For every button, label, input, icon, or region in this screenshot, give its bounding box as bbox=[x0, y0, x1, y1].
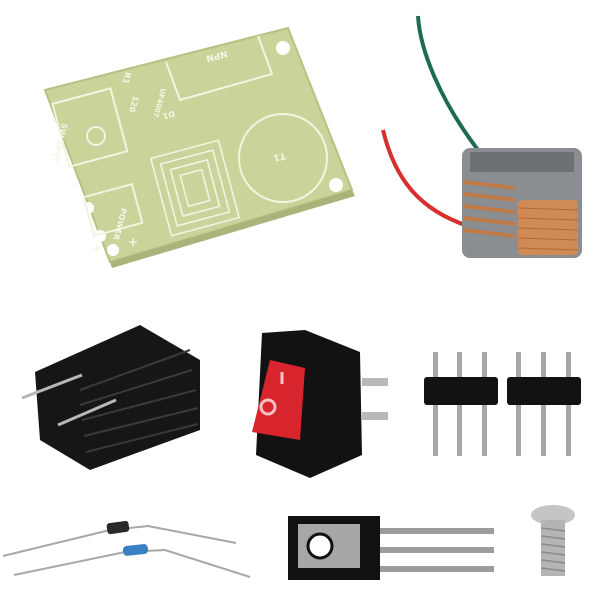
plus-label-2: + bbox=[92, 241, 102, 255]
screw bbox=[531, 505, 575, 576]
npn-transistor bbox=[288, 516, 494, 580]
t1-label: T1 bbox=[272, 150, 287, 163]
r1-label: R1 bbox=[121, 71, 133, 85]
d1-label: D1 bbox=[161, 109, 176, 121]
r1-value: 120 bbox=[127, 95, 140, 114]
diode-and-resistor bbox=[2, 520, 251, 578]
flyback-transformer bbox=[381, 15, 582, 258]
plus-label: + bbox=[128, 235, 138, 249]
pin-headers bbox=[424, 352, 581, 456]
heatsink bbox=[21, 325, 200, 470]
pcb-board: NPN R1 120 UF4007 D1 SW SPST POWER T1 + … bbox=[43, 26, 355, 268]
rocker-switch bbox=[252, 330, 388, 478]
